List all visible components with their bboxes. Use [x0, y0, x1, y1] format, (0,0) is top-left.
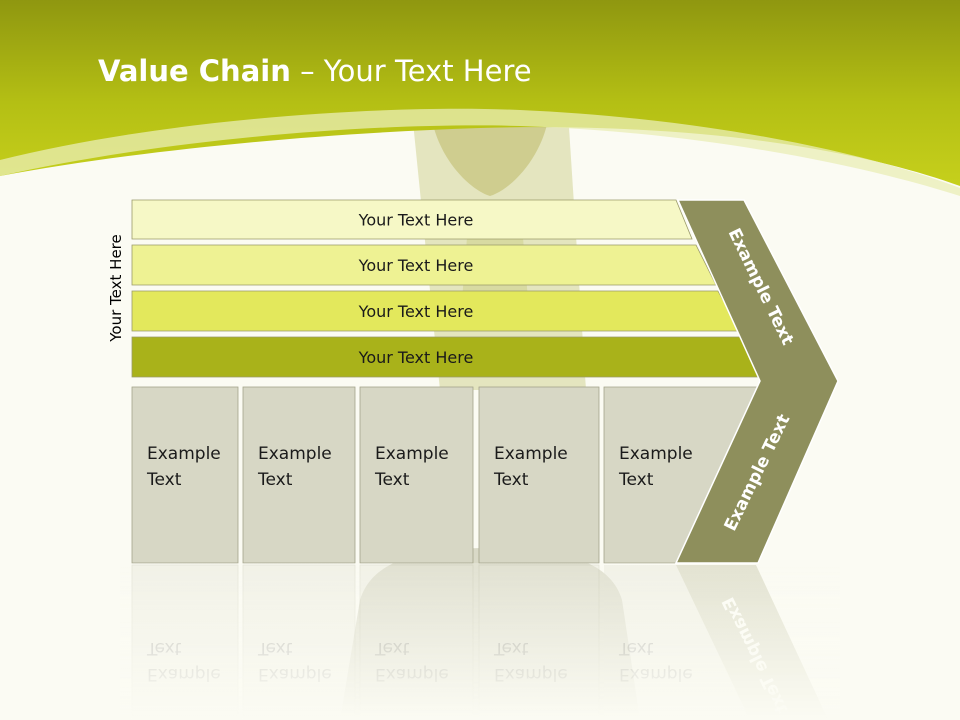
primary-box-line2-1: Text — [146, 470, 182, 490]
title-rest: – Your Text Here — [290, 54, 532, 88]
primary-box-line2-2: Text — [257, 470, 293, 490]
side-label: Your Text Here — [107, 234, 125, 342]
primary-box-line1-1: Example — [147, 444, 221, 464]
support-row-1 — [131, 199, 693, 240]
title-bold: Value Chain — [98, 54, 291, 88]
primary-box-4 — [478, 386, 600, 564]
header-swoosh — [0, 108, 960, 196]
primary-box-3 — [359, 386, 474, 564]
header-band — [0, 0, 960, 186]
support-row-label-1: Your Text Here — [358, 211, 474, 230]
primary-box-line1-5: Example — [619, 444, 693, 464]
primary-box-line1-4: Example — [494, 444, 568, 464]
support-row-label-2: Your Text Here — [358, 256, 474, 275]
slide-title: Value Chain – Your Text Here — [98, 54, 532, 88]
primary-box-2 — [242, 386, 356, 564]
primary-box-line1-2: Example — [258, 444, 332, 464]
reflection-fade — [120, 563, 840, 720]
primary-box-line1-3: Example — [375, 444, 449, 464]
primary-box-line2-3: Text — [374, 470, 410, 490]
primary-box-line2-4: Text — [493, 470, 529, 490]
primary-box-line2-5: Text — [618, 470, 654, 490]
support-row-label-4: Your Text Here — [358, 348, 474, 367]
value-chevron — [674, 199, 839, 564]
support-row-label-3: Your Text Here — [358, 302, 474, 321]
